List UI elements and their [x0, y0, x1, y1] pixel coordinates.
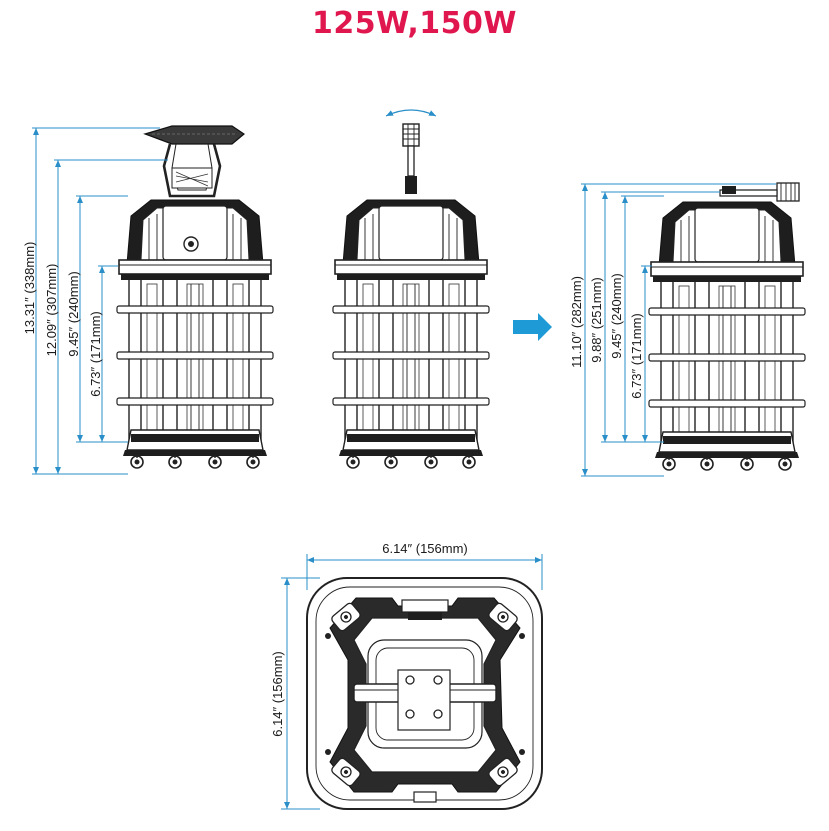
front-dim-body: 12.09″ (307mm)	[44, 264, 59, 357]
handle-icon	[143, 125, 246, 198]
middle-view	[332, 109, 490, 469]
front-view	[116, 125, 274, 469]
corner-mount-icon	[331, 602, 518, 787]
arrow-right-icon	[513, 313, 552, 341]
side-dim-overall: 11.10″ (282mm)	[569, 276, 584, 368]
side-dim-body: 9.88″ (251mm)	[589, 277, 604, 363]
side-view	[648, 182, 806, 471]
side-dimension-lines	[581, 183, 776, 477]
front-dimension-lines	[32, 127, 168, 475]
top-dimension-lines	[281, 554, 543, 810]
front-dim-overall: 13.31″ (338mm)	[22, 242, 37, 335]
side-dim-cage: 6.73″ (171mm)	[629, 313, 644, 399]
front-dim-cage: 6.73″ (171mm)	[88, 311, 103, 397]
top-dim-width: 6.14″ (156mm)	[382, 541, 468, 556]
top-dim-height: 6.14″ (156mm)	[270, 651, 285, 737]
rotation-arrow-icon	[385, 109, 437, 117]
page-title: 125W,150W	[312, 6, 517, 41]
front-dim-dome: 9.45″ (240mm)	[66, 271, 81, 357]
top-view	[306, 577, 543, 810]
side-dim-dome: 9.45″ (240mm)	[609, 273, 624, 359]
